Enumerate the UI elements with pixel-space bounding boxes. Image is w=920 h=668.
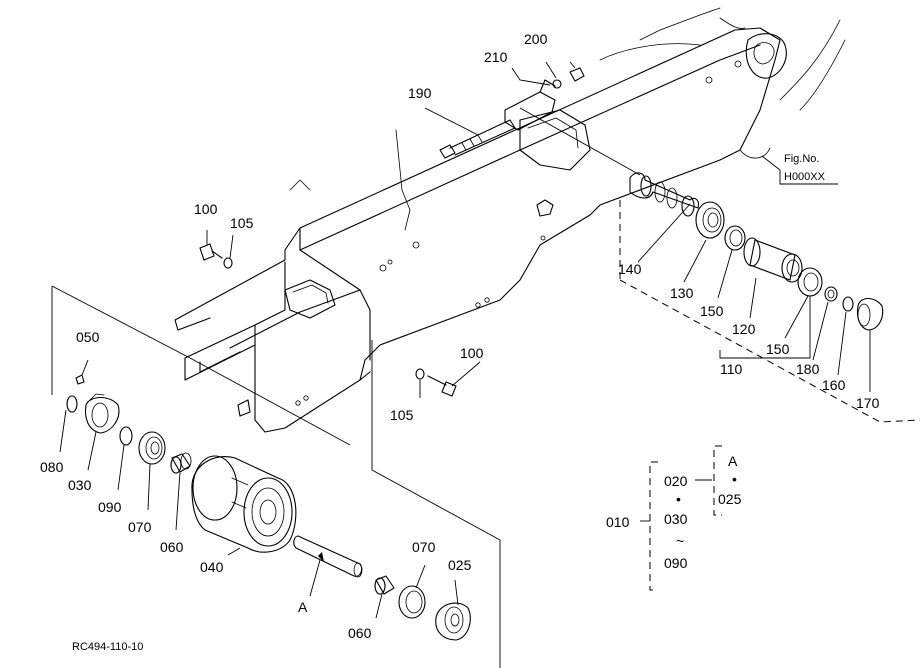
dot-a-025: •	[732, 471, 737, 487]
shaft-140	[629, 172, 699, 217]
label-105-lower: 105	[390, 407, 414, 423]
label-060: 060	[160, 539, 184, 555]
label-030b: 030	[664, 511, 688, 527]
label-060b: 060	[348, 625, 372, 641]
plug-050	[75, 374, 85, 385]
label-090b: 090	[664, 555, 688, 571]
label-a-group: A	[728, 453, 738, 469]
label-210: 210	[484, 49, 508, 65]
bearing-070	[138, 431, 166, 465]
label-020: 020	[664, 473, 688, 489]
pin-190	[439, 119, 516, 159]
oring-080	[66, 395, 78, 413]
label-a-shaft: A	[298, 599, 308, 615]
assembly-bracket	[640, 445, 722, 591]
label-040: 040	[200, 559, 224, 575]
figure-ref-label: Fig.No.	[784, 153, 819, 165]
label-070b: 070	[412, 539, 436, 555]
bearing-130	[695, 201, 725, 239]
cover-030	[84, 393, 120, 434]
track-frame	[174, 7, 846, 433]
label-140: 140	[618, 261, 642, 277]
label-025: 025	[448, 557, 472, 573]
collar-060	[170, 452, 192, 474]
label-180: 180	[796, 361, 820, 377]
ring-180	[824, 286, 838, 302]
label-025b: 025	[718, 491, 742, 507]
label-150: 150	[700, 303, 724, 319]
collar-060b	[374, 575, 395, 595]
drawing-code: RC494-110-10	[72, 641, 143, 653]
label-080: 080	[40, 459, 64, 475]
bearing-070b	[398, 585, 426, 619]
label-200: 200	[524, 31, 548, 47]
part-labels: 200 210 190 100 105 100 105 050 080 030 …	[40, 31, 880, 653]
leader-lines	[51, 61, 920, 668]
bearing-150b	[797, 267, 823, 297]
label-030: 030	[68, 477, 92, 493]
label-070: 070	[128, 519, 152, 535]
label-105-upper: 105	[230, 215, 254, 231]
label-150b: 150	[766, 341, 790, 357]
seal-150	[724, 225, 746, 251]
label-100-lower: 100	[460, 345, 484, 361]
label-110: 110	[720, 361, 743, 377]
label-050: 050	[76, 329, 100, 345]
cover-025	[435, 602, 471, 641]
label-100-upper: 100	[194, 201, 218, 217]
label-190: 190	[408, 85, 432, 101]
dot-020-030: •	[676, 491, 681, 507]
cap-170	[856, 297, 884, 331]
bracket-210	[504, 67, 585, 131]
label-170: 170	[856, 395, 880, 411]
shaft-a	[293, 535, 363, 578]
snapring-160	[842, 296, 854, 312]
label-120: 120	[732, 321, 756, 337]
label-010: 010	[606, 514, 630, 530]
bolt-100-lower	[415, 368, 457, 397]
label-160: 160	[822, 377, 846, 393]
bolt-100-upper	[199, 243, 233, 269]
idler-120	[743, 237, 803, 283]
label-130: 130	[670, 285, 694, 301]
label-090: 090	[98, 499, 122, 515]
figure-ref-value: H000XX	[784, 171, 826, 183]
roller-040	[191, 455, 297, 553]
oring-090	[119, 426, 133, 446]
tilde-030-090: ~	[676, 533, 684, 549]
